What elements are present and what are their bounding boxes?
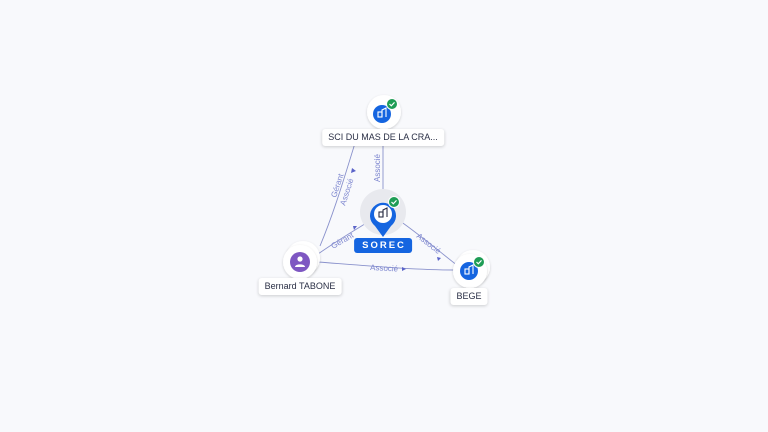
node-right-label[interactable]: BEGE bbox=[450, 288, 488, 305]
edge-person-right[interactable] bbox=[317, 261, 456, 271]
node-person[interactable] bbox=[283, 241, 320, 279]
check-badge-icon bbox=[386, 98, 398, 110]
node-center[interactable] bbox=[360, 189, 406, 237]
edge-label-gerant-center: Gérant bbox=[330, 230, 356, 250]
edge-person-top[interactable] bbox=[319, 139, 357, 247]
arrow-person-right bbox=[402, 267, 406, 271]
check-badge-icon bbox=[388, 196, 400, 208]
person-icon bbox=[295, 256, 305, 267]
edge-label-associe-bottom: Associé bbox=[370, 263, 399, 273]
building-icon bbox=[464, 264, 474, 275]
building-icon bbox=[378, 207, 388, 218]
edge-center-right[interactable] bbox=[399, 220, 459, 267]
arrow-person-center bbox=[353, 226, 357, 230]
edge-label-associe-right: Associé bbox=[415, 231, 443, 256]
node-right[interactable] bbox=[453, 250, 490, 288]
node-top[interactable] bbox=[367, 95, 401, 129]
node-center-label[interactable]: SOREC bbox=[354, 238, 412, 253]
arrow-center-right bbox=[437, 257, 441, 261]
edges bbox=[317, 139, 459, 271]
node-top-label[interactable]: SCI DU MAS DE LA CRA... bbox=[322, 129, 444, 146]
arrow-person-top-gerant bbox=[351, 168, 356, 173]
edge-label-associe-center-top: Associé bbox=[373, 153, 382, 182]
building-icon bbox=[377, 107, 387, 118]
node-person-label[interactable]: Bernard TABONE bbox=[258, 278, 342, 295]
check-badge-icon bbox=[473, 256, 485, 268]
